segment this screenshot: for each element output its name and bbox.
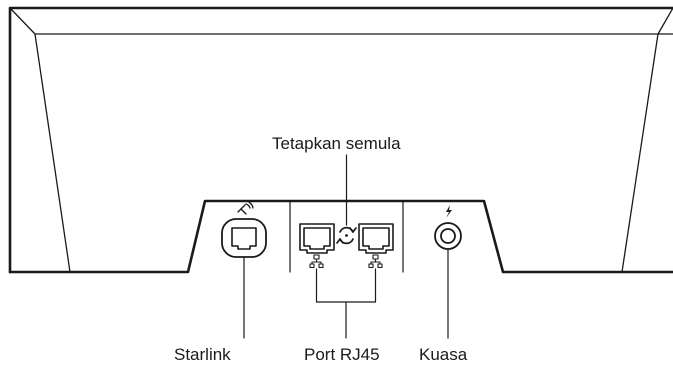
starlink-port <box>221 218 267 258</box>
lightning-bolt-icon <box>446 205 452 218</box>
rj45-bracket-line <box>315 268 377 339</box>
power-label: Kuasa <box>419 345 468 364</box>
router-right-bevel <box>621 7 673 273</box>
network-icon <box>368 254 383 269</box>
starlink-label: Starlink <box>174 345 231 364</box>
rj45-label: Port RJ45 <box>304 345 380 364</box>
router-inner-top-bevel <box>9 7 673 35</box>
reset-label: Tetapkan semula <box>272 134 401 153</box>
network-icon <box>309 254 324 269</box>
router-left-bevel <box>34 33 71 273</box>
router-bottom-edge <box>8 199 673 274</box>
rj45-port-right <box>358 223 394 254</box>
reset-arrows-icon <box>336 226 357 245</box>
satellite-icon <box>237 200 254 215</box>
rj45-port-left <box>299 223 335 254</box>
power-port <box>434 222 462 250</box>
